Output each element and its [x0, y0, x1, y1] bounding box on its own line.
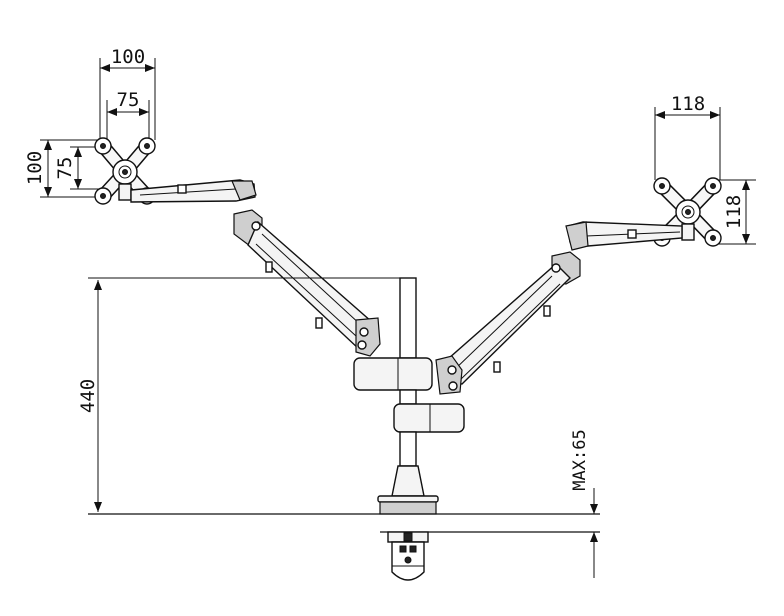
left-vesa-height-dimension: 100 75	[24, 139, 100, 198]
desk-thickness-label: MAX:65	[570, 429, 590, 490]
desk-surface	[88, 513, 600, 533]
left-vesa-height-inner-label: 75	[54, 157, 76, 180]
right-lower-arm	[435, 251, 581, 395]
right-upper-arm	[565, 221, 683, 251]
left-lower-arm	[233, 209, 381, 357]
left-upper-arm	[130, 179, 257, 203]
desk-clamp	[387, 531, 429, 581]
left-vesa-width-dimension: 100 75	[99, 46, 156, 140]
left-vesa-width-inner-label: 75	[117, 89, 140, 111]
right-vesa-height-dimension: 118	[718, 179, 756, 245]
right-vesa-plate	[653, 177, 722, 247]
pole-height-dimension: 440	[77, 277, 412, 512]
left-vesa-width-outer-label: 100	[111, 46, 145, 68]
pole-height-label: 440	[77, 379, 99, 413]
desk-thickness-dimension: MAX:65	[570, 429, 598, 578]
pole-assembly	[353, 277, 465, 515]
right-vesa-width-dimension: 118	[654, 93, 721, 180]
right-vesa-width-label: 118	[671, 93, 705, 115]
left-vesa-height-outer-label: 100	[24, 151, 46, 185]
right-vesa-height-label: 118	[723, 195, 745, 229]
